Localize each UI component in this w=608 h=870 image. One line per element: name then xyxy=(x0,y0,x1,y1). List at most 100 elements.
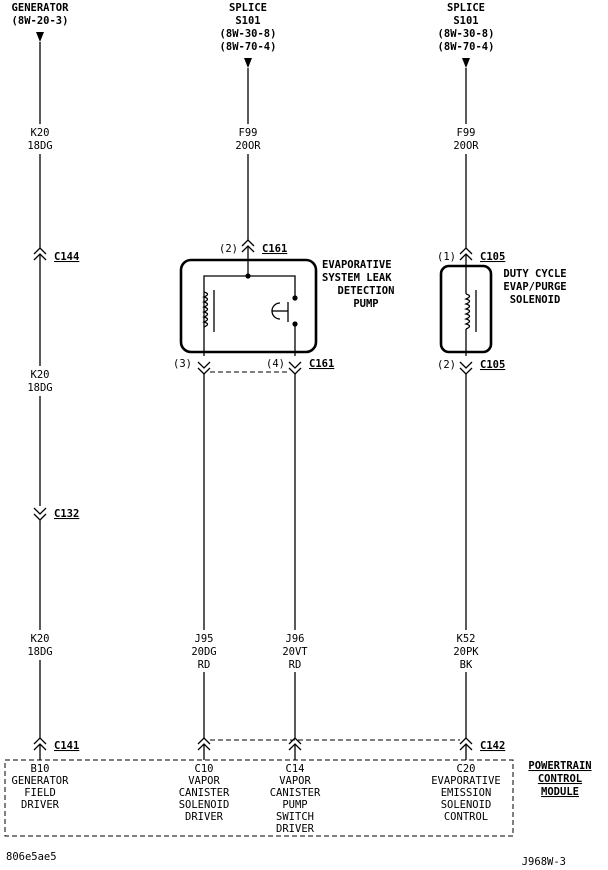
k52-circuit: K52 xyxy=(457,633,476,645)
svg-text:SWITCH: SWITCH xyxy=(276,811,314,823)
c161-bottom-pin4: (4) xyxy=(266,358,285,370)
splice-mid-title: SPLICE xyxy=(229,2,267,14)
generator-ref: (8W-20-3) xyxy=(12,15,69,27)
c141-label: C141 xyxy=(54,740,79,752)
svg-text:VAPOR: VAPOR xyxy=(188,775,220,787)
splice-right-label: SPLICE S101 (8W-30-8) (8W-70-4) xyxy=(438,2,495,53)
purge-solenoid-name-2: EVAP/PURGE xyxy=(503,281,566,293)
pcm-title-2: CONTROL xyxy=(538,773,582,785)
leak-pump-name-1: EVAPORATIVE xyxy=(322,259,392,271)
c141-connector-icon xyxy=(33,737,47,760)
svg-text:SOLENOID: SOLENOID xyxy=(441,799,492,811)
svg-text:SOLENOID: SOLENOID xyxy=(179,799,230,811)
svg-text:EMISSION: EMISSION xyxy=(441,787,492,799)
leak-pump-coil-icon xyxy=(202,290,215,332)
f99-mid-gauge: 20OR xyxy=(235,140,261,152)
purge-solenoid-name-1: DUTY CYCLE xyxy=(503,268,566,280)
footer-right-code: J968W-3 xyxy=(522,856,566,868)
c132-connector-icon xyxy=(33,507,47,521)
k20-low-circuit: K20 xyxy=(31,633,50,645)
j96-gauge: 20VT xyxy=(282,646,308,658)
leak-pump-name-3: DETECTION xyxy=(338,285,395,297)
splice-right-ref2: (8W-70-4) xyxy=(438,41,495,53)
c161-top-connector-icon xyxy=(241,239,255,276)
j96-color: RD xyxy=(289,659,302,671)
c105-bottom-connector-icon xyxy=(459,361,473,375)
splice-mid-ref2: (8W-70-4) xyxy=(220,41,277,53)
c142-connector-icon xyxy=(197,737,473,760)
svg-text:FIELD: FIELD xyxy=(24,787,56,799)
splice-right-ref1: (8W-30-8) xyxy=(438,28,495,40)
k20-top-circuit: K20 xyxy=(31,127,50,139)
c105-top-pin: (1) xyxy=(437,251,456,263)
j96-circuit: J96 xyxy=(286,633,305,645)
generator-arrow-icon xyxy=(36,32,44,42)
splice-mid-label: SPLICE S101 (8W-30-8) (8W-70-4) xyxy=(220,2,277,53)
k20-mid-circuit: K20 xyxy=(31,369,50,381)
c105-bottom-label: C105 xyxy=(480,359,505,371)
c144-label: C144 xyxy=(54,251,79,263)
leak-pump-switch-icon xyxy=(271,295,298,356)
j95-gauge: 20DG xyxy=(191,646,216,658)
leak-pump-name-2: SYSTEM LEAK xyxy=(322,272,392,284)
k52-color: BK xyxy=(460,659,473,671)
pcm-title-3: MODULE xyxy=(541,786,579,798)
leak-detection-pump xyxy=(179,258,318,356)
pcm-pin-b10: B10 GENERATOR FIELD DRIVER xyxy=(12,763,70,811)
j95-color: RD xyxy=(198,659,211,671)
svg-text:EVAPORATIVE: EVAPORATIVE xyxy=(431,775,501,787)
f99-mid-circuit: F99 xyxy=(239,127,258,139)
splice-mid-ref1: (8W-30-8) xyxy=(220,28,277,40)
c105-bottom-pin: (2) xyxy=(437,359,456,371)
svg-text:VAPOR: VAPOR xyxy=(279,775,311,787)
c161-bottom-label: C161 xyxy=(309,358,334,370)
f99-right-circuit: F99 xyxy=(457,127,476,139)
splice-mid-arrow-icon xyxy=(244,58,252,68)
k20-low-gauge: 18DG xyxy=(27,646,52,658)
svg-text:C14: C14 xyxy=(286,763,305,775)
generator-source-label: GENERATOR (8W-20-3) xyxy=(12,2,70,27)
purge-solenoid-coil-icon xyxy=(464,290,477,356)
c161-bottom-pin3: (3) xyxy=(173,358,192,370)
svg-text:CONTROL: CONTROL xyxy=(444,811,488,823)
c161-bottom-connector-icon xyxy=(197,361,302,375)
leak-pump-name-4: PUMP xyxy=(353,298,378,310)
c132-label: C132 xyxy=(54,508,79,520)
svg-text:DRIVER: DRIVER xyxy=(276,823,315,835)
svg-text:C10: C10 xyxy=(195,763,214,775)
splice-mid-id: S101 xyxy=(235,15,260,27)
k20-top-gauge: 18DG xyxy=(27,140,52,152)
svg-text:CANISTER: CANISTER xyxy=(270,787,321,799)
k52-gauge: 20PK xyxy=(453,646,479,658)
svg-text:DRIVER: DRIVER xyxy=(185,811,224,823)
f99-right-gauge: 20OR xyxy=(453,140,479,152)
footer-left-code: 806e5ae5 xyxy=(6,851,57,863)
svg-text:B10: B10 xyxy=(31,763,50,775)
c105-top-label: C105 xyxy=(480,251,505,263)
pcm-pin-c14: C14 VAPOR CANISTER PUMP SWITCH DRIVER xyxy=(270,763,321,835)
svg-text:PUMP: PUMP xyxy=(282,799,307,811)
leak-pump-housing xyxy=(179,258,318,354)
splice-right-arrow-icon xyxy=(462,58,470,68)
svg-text:C20: C20 xyxy=(457,763,476,775)
j95-circuit: J95 xyxy=(195,633,214,645)
svg-text:GENERATOR: GENERATOR xyxy=(12,775,70,787)
svg-text:DRIVER: DRIVER xyxy=(21,799,60,811)
c161-top-pin: (2) xyxy=(219,243,238,255)
pcm-pin-c20: C20 EVAPORATIVE EMISSION SOLENOID CONTRO… xyxy=(431,763,501,823)
c142-label: C142 xyxy=(480,740,505,752)
purge-solenoid xyxy=(439,264,493,356)
c161-top-label: C161 xyxy=(262,243,287,255)
k20-mid-gauge: 18DG xyxy=(27,382,52,394)
generator-title: GENERATOR xyxy=(12,2,70,14)
c105-top-connector-icon xyxy=(459,240,473,294)
splice-right-title: SPLICE xyxy=(447,2,485,14)
pcm-pin-c10: C10 VAPOR CANISTER SOLENOID DRIVER xyxy=(179,763,230,823)
pcm-title-1: POWERTRAIN xyxy=(528,760,591,772)
purge-solenoid-name-3: SOLENOID xyxy=(510,294,561,306)
pcm-outline xyxy=(4,759,514,837)
c144-connector-icon xyxy=(33,247,47,266)
svg-text:CANISTER: CANISTER xyxy=(179,787,230,799)
splice-right-id: S101 xyxy=(453,15,478,27)
